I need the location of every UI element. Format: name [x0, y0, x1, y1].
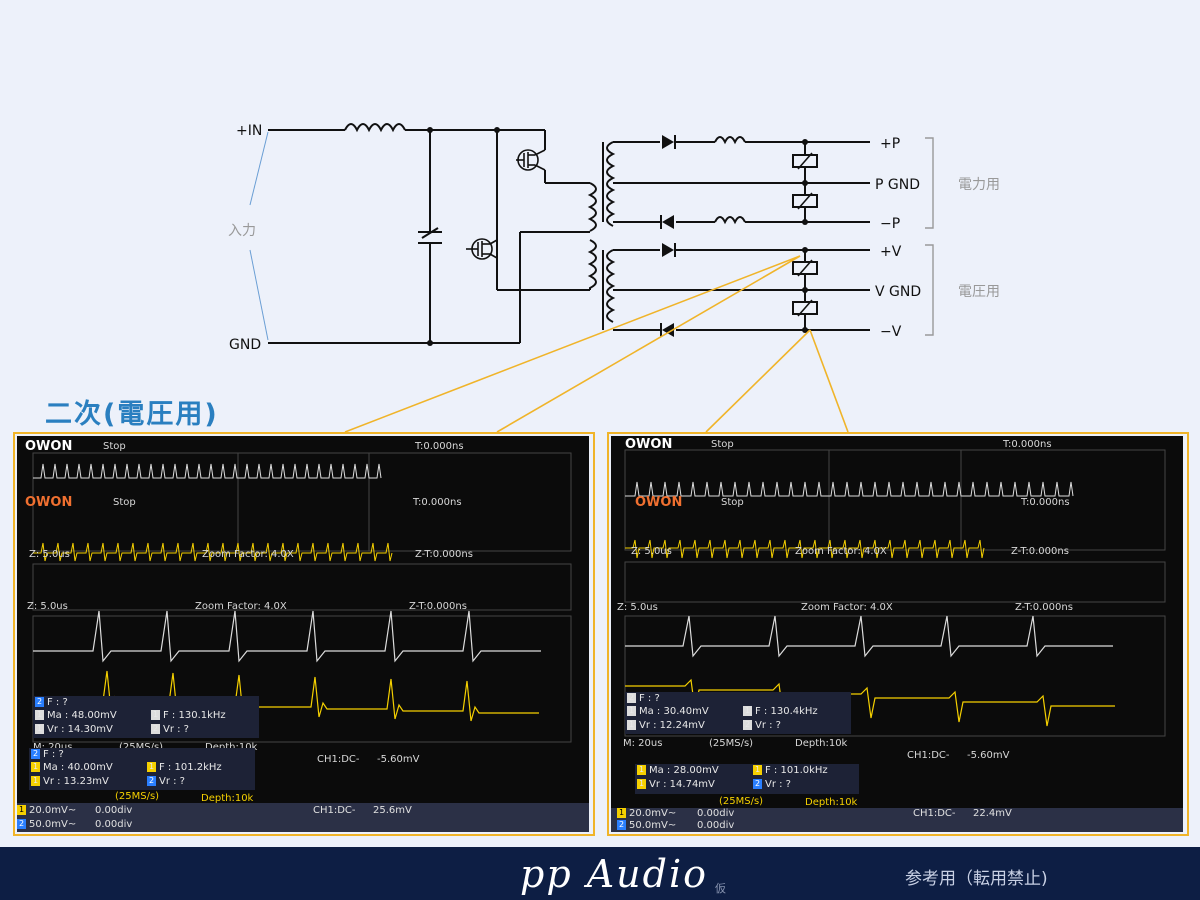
ch1-coupling: CH1:DC- — [313, 805, 356, 816]
timebase-inner: M: 20us — [33, 742, 72, 753]
meas-vr-ch2: Vr : ? — [159, 776, 185, 787]
label-p-minus: −P — [880, 216, 900, 232]
ch1-coupling-inner: CH1:DC- — [907, 750, 950, 761]
meas-ma: Ma : 40.00mV — [43, 762, 113, 773]
section-title: 二次(電圧用) — [45, 399, 219, 430]
scope-brand-inner: OWON — [25, 495, 73, 510]
trigger-time-inner: T:0.000ns — [1021, 497, 1070, 508]
scope-brand: OWON — [625, 437, 673, 452]
meas-ma: Ma : 28.00mV — [649, 765, 719, 776]
scope-screen-left: OWON Stop T:0.000ns OWON Stop T:0.000ns … — [17, 436, 589, 832]
zoom-timebase: Z: 5.0us — [27, 601, 68, 612]
label-voltage-group: 電圧用 — [958, 284, 1000, 300]
scope-screen-right: OWON Stop T:0.000ns OWON Stop T:0.000ns … — [611, 436, 1183, 832]
label-p-gnd: P GND — [875, 177, 920, 193]
ch1-offset: 0.00div — [697, 808, 735, 819]
zoom-timebase-inner: Z: 5.0us — [631, 546, 672, 557]
run-state: Stop — [711, 439, 734, 450]
ch2-offset: 0.00div — [95, 819, 133, 830]
meas-vr-ch2-inner: Vr : ? — [755, 720, 781, 731]
meas-f: F : 101.0kHz — [765, 765, 828, 776]
scope-frame-left: OWON Stop T:0.000ns OWON Stop T:0.000ns … — [13, 432, 595, 836]
label-gnd: GND — [229, 337, 261, 353]
zoom-factor: Zoom Factor: 4.0X — [195, 601, 287, 612]
ch1-scale: 20.0mV~ — [629, 808, 677, 819]
trigger-level: 25.6mV — [373, 805, 412, 816]
zoom-t-inner: Z-T:0.000ns — [415, 549, 473, 560]
zoom-t-inner: Z-T:0.000ns — [1011, 546, 1069, 557]
trigger-level-inner: -5.60mV — [377, 754, 420, 765]
run-state-inner: Stop — [113, 497, 136, 508]
trigger-level: 22.4mV — [973, 808, 1012, 819]
meas-f-inner: F : 130.4kHz — [755, 706, 818, 717]
rate: (25MS/s) — [115, 791, 160, 802]
label-input: 入力 — [228, 223, 256, 239]
brand-note: 仮 — [715, 882, 726, 895]
zoom-factor-inner: Zoom Factor: 4.0X — [795, 546, 887, 557]
meas-vr-ch2: Vr : ? — [765, 779, 791, 790]
meas-vr: Vr : 14.74mV — [649, 779, 715, 790]
meas-f-inner: F : 130.1kHz — [163, 710, 226, 721]
scope-brand: OWON — [25, 439, 73, 454]
rate-inner: (25MS/s) — [119, 742, 163, 753]
zoom-factor-inner: Zoom Factor: 4.0X — [202, 549, 294, 560]
brand-logo: pp Audio — [520, 852, 709, 896]
scope-brand-inner: OWON — [635, 495, 683, 510]
depth-inner: Depth:10k — [205, 742, 257, 753]
circuit-schematic: +IN GND 入力 +P P GND −P +V V GND −V 電力用 電… — [228, 123, 1000, 433]
ch1-coupling: CH1:DC- — [913, 808, 956, 819]
ch1-offset: 0.00div — [95, 805, 133, 816]
timebase-inner: M: 20us — [623, 738, 663, 749]
meas-f-ch2-inner: F : ? — [47, 697, 68, 708]
ch1-coupling-inner: CH1:DC- — [317, 754, 360, 765]
waveform-plot-left — [32, 452, 572, 743]
label-v-plus: +V — [880, 244, 902, 260]
zoom-t: Z-T:0.000ns — [1015, 602, 1073, 613]
meas-f-ch2-inner: F : ? — [639, 693, 660, 704]
zoom-t: Z-T:0.000ns — [409, 601, 467, 612]
label-v-minus: −V — [880, 324, 902, 340]
depth: Depth:10k — [201, 793, 254, 804]
disclaimer: 参考用（転用禁止) — [905, 869, 1048, 889]
trigger-time: T:0.000ns — [1003, 439, 1052, 450]
meas-vr: Vr : 13.23mV — [43, 776, 109, 787]
meas-ma-inner: Ma : 48.00mV — [47, 710, 117, 721]
rate-inner: (25MS/s) — [709, 738, 754, 749]
depth-inner: Depth:10k — [795, 738, 848, 749]
label-v-gnd: V GND — [875, 284, 921, 300]
zoom-timebase: Z: 5.0us — [617, 602, 658, 613]
trigger-time: T:0.000ns — [415, 441, 464, 452]
trigger-level-inner: -5.60mV — [967, 750, 1010, 761]
ch2-offset: 0.00div — [697, 820, 735, 831]
meas-vr-inner: Vr : 12.24mV — [639, 720, 705, 731]
trigger-time-inner: T:0.000ns — [413, 497, 462, 508]
depth: Depth:10k — [805, 797, 858, 808]
zoom-timebase-inner: Z: 5.0us — [29, 549, 70, 560]
meas-f: F : 101.2kHz — [159, 762, 222, 773]
zoom-factor: Zoom Factor: 4.0X — [801, 602, 893, 613]
label-power-group: 電力用 — [958, 177, 1000, 193]
meas-vr-inner: Vr : 14.30mV — [47, 724, 113, 735]
ch2-scale: 50.0mV~ — [29, 819, 77, 830]
meas-f-ch2: F : ? — [43, 749, 64, 760]
ch2-scale: 50.0mV~ — [629, 820, 677, 831]
waveform-plot-right — [624, 449, 1166, 737]
run-state: Stop — [103, 441, 126, 452]
rate: (25MS/s) — [719, 796, 764, 807]
meas-ma-inner: Ma : 30.40mV — [639, 706, 709, 717]
footer-bar — [0, 847, 1200, 900]
meas-vr-ch2-inner: Vr : ? — [163, 724, 189, 735]
label-plus-in: +IN — [236, 123, 262, 139]
label-p-plus: +P — [880, 136, 900, 152]
scope-frame-right: OWON Stop T:0.000ns OWON Stop T:0.000ns … — [607, 432, 1189, 836]
ch1-scale: 20.0mV~ — [29, 805, 77, 816]
run-state-inner: Stop — [721, 497, 744, 508]
